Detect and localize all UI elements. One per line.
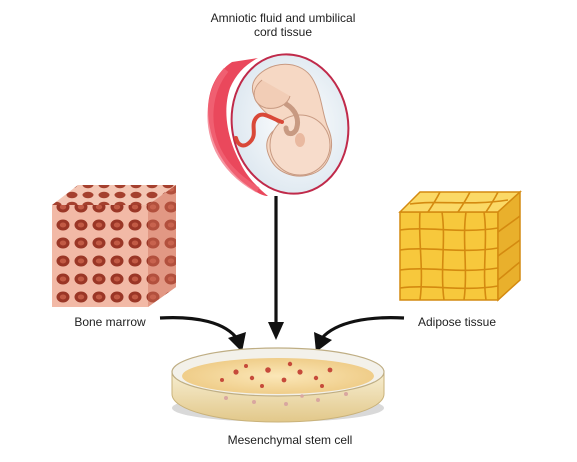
arrow-head-adipose xyxy=(314,332,332,352)
umbilical-cord xyxy=(234,112,284,148)
fetus-leg xyxy=(253,79,291,109)
adipose-tissue-cube-icon xyxy=(398,190,522,302)
arrow-head-bone-marrow xyxy=(228,332,246,352)
stem-cells-outer xyxy=(224,392,348,406)
label-bone-marrow: Bone marrow xyxy=(74,315,146,329)
arrows-group xyxy=(159,196,405,352)
bone-cube-front xyxy=(52,205,148,307)
placenta-shape xyxy=(208,58,268,196)
bone-marrow-cube-icon xyxy=(52,185,176,307)
adipose-cube-side xyxy=(497,190,521,302)
label-amniotic-fluid: Amniotic fluid and umbilical cord tissue xyxy=(210,11,356,39)
placenta-edge xyxy=(207,68,260,193)
petri-dish-icon xyxy=(171,347,385,423)
adipose-cell-walls xyxy=(399,191,521,301)
arrow-head-amniotic xyxy=(268,322,284,340)
label-mesenchymal-stem-cell: Mesenchymal stem cell xyxy=(227,433,353,447)
arrow-from-adipose xyxy=(320,316,405,340)
fetus-ear xyxy=(295,133,305,147)
bone-cube-top xyxy=(52,185,176,205)
culture-medium xyxy=(182,358,374,394)
label-adipose-tissue: Adipose tissue xyxy=(417,315,497,329)
stem-cells xyxy=(220,361,333,388)
arrow-from-bone-marrow xyxy=(159,316,240,341)
fetus-arm xyxy=(283,101,301,137)
fetus-in-amniotic-sac-icon xyxy=(207,53,350,196)
